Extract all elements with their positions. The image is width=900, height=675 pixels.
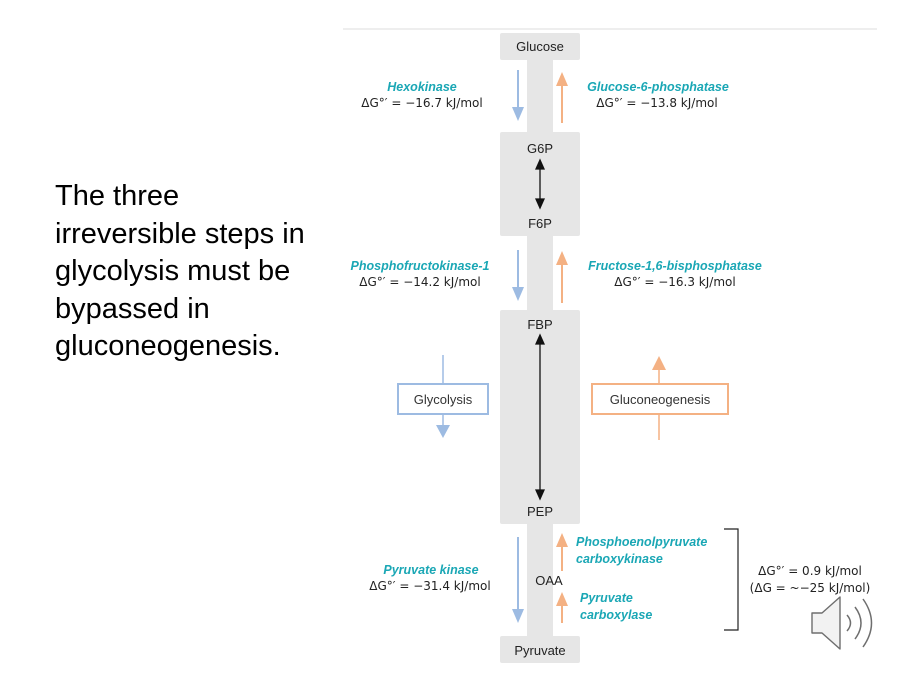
legend-glycolysis: Glycolysis <box>397 355 489 438</box>
enzyme-pyruvate-carboxylase-line1: Pyruvate <box>580 591 633 605</box>
dg-pfk1: ΔG°′ = −14.2 kJ/mol <box>359 275 480 289</box>
dg-hexokinase: ΔG°′ = −16.7 kJ/mol <box>361 96 482 110</box>
enzyme-g6pase: Glucose-6-phosphatase <box>587 80 729 94</box>
metabolite-fbp: FBP <box>527 317 552 332</box>
arrow-fbpase <box>556 251 568 303</box>
arrow-g6pase <box>556 72 568 123</box>
metabolite-g6p: G6P <box>527 141 553 156</box>
metabolite-f6p: F6P <box>528 216 552 231</box>
enzyme-pepck-line1: Phosphoenolpyruvate <box>576 535 707 549</box>
enzyme-pepck-line2: carboxykinase <box>576 552 663 566</box>
enzyme-fbpase: Fructose-1,6-bisphosphatase <box>588 259 762 273</box>
enzyme-hexokinase: Hexokinase <box>387 80 457 94</box>
slide-text: The three irreversible steps in glycolys… <box>55 180 305 362</box>
arrow-hexokinase <box>512 70 524 121</box>
enzyme-pyruvate-carboxylase-line2: carboxylase <box>580 608 652 622</box>
bypass-bracket <box>724 528 739 631</box>
dg-pyruvate-kinase: ΔG°′ = −31.4 kJ/mol <box>369 579 490 593</box>
bypass-dg-line2: (ΔG = ~−25 kJ/mol) <box>750 581 871 595</box>
arrow-pfk1 <box>512 250 524 301</box>
reversible-arrow-fbp-pep <box>534 333 546 501</box>
metabolite-pyruvate: Pyruvate <box>514 643 565 658</box>
gluconeogenesis-arrows <box>556 72 568 623</box>
reversible-arrow-g6p-f6p <box>534 158 546 210</box>
legend-glycolysis-label: Glycolysis <box>414 392 473 407</box>
speaker-icon[interactable] <box>811 596 873 650</box>
pathway-column <box>500 33 580 663</box>
metabolite-glucose: Glucose <box>516 39 564 54</box>
arrow-pepck <box>556 533 568 571</box>
enzyme-pfk1: Phosphofructokinase-1 <box>351 259 490 273</box>
arrow-pyruvate-carboxylase <box>556 592 568 623</box>
enzyme-pyruvate-kinase: Pyruvate kinase <box>383 563 478 577</box>
bypass-dg-line1: ΔG°′ = 0.9 kJ/mol <box>758 564 862 578</box>
metabolite-oaa: OAA <box>535 573 563 588</box>
glycolysis-arrows <box>512 70 524 623</box>
legend-gluconeogenesis-label: Gluconeogenesis <box>610 392 711 407</box>
arrow-pyruvate-kinase <box>512 537 524 623</box>
dg-g6pase: ΔG°′ = −13.8 kJ/mol <box>596 96 717 110</box>
metabolite-pep: PEP <box>527 504 553 519</box>
legend-gluconeogenesis: Gluconeogenesis <box>591 356 729 440</box>
dg-fbpase: ΔG°′ = −16.3 kJ/mol <box>614 275 735 289</box>
